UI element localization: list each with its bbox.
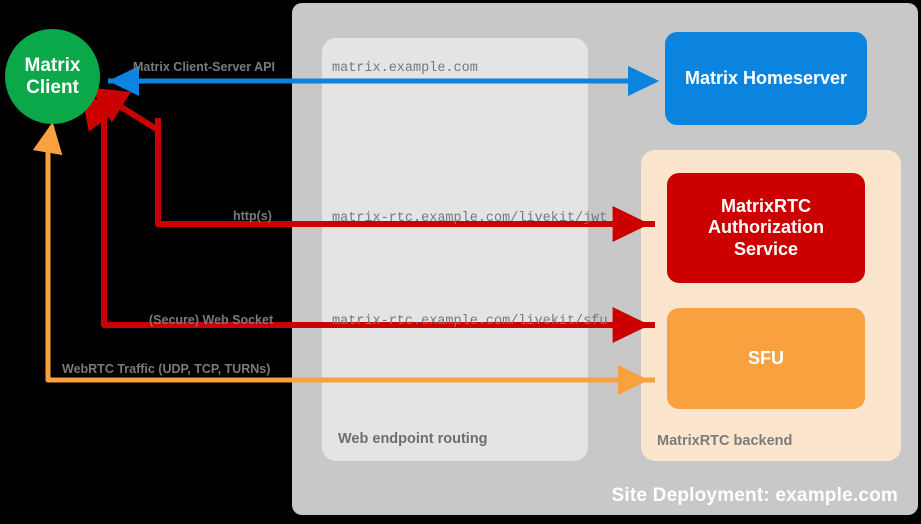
node-matrixrtc-authorization-service[interactable]: MatrixRTC Authorization Service: [667, 173, 865, 283]
node-sfu-label: SFU: [748, 347, 784, 368]
link-secure-websocket: [81, 91, 655, 343]
node-auth-line1: MatrixRTC: [720, 196, 811, 217]
site-deployment-label: Site Deployment: example.com: [611, 485, 898, 506]
node-matrix-client-line1: Matrix: [24, 54, 81, 76]
node-matrix-homeserver[interactable]: Matrix Homeserver: [665, 32, 867, 125]
link-label-matrix-client-server-api: Matrix Client-Server API: [133, 60, 275, 74]
endpoint-label-livekit-jwt: matrix-rtc.example.com/livekit/jwt: [332, 211, 608, 226]
matrixrtc-backend-label: MatrixRTC backend: [657, 433, 793, 449]
node-matrix-homeserver-label: Matrix Homeserver: [684, 67, 848, 88]
node-matrix-client[interactable]: Matrix Client: [5, 29, 100, 124]
link-label-secure-websocket: (Secure) Web Socket: [149, 313, 274, 327]
node-auth-text: MatrixRTC Authorization Service: [708, 196, 824, 260]
node-auth-line2: Authorization: [708, 217, 824, 238]
link-https-jwt: [89, 87, 655, 242]
endpoint-label-matrix: matrix.example.com: [332, 61, 478, 76]
node-auth-line3: Service: [733, 238, 799, 259]
endpoint-label-livekit-sfu: matrix-rtc.example.com/livekit/sfu: [332, 314, 608, 329]
link-label-webrtc-traffic: WebRTC Traffic (UDP, TCP, TURNs): [62, 362, 271, 376]
node-matrix-client-line2: Client: [26, 76, 79, 98]
node-sfu[interactable]: SFU: [667, 308, 865, 409]
web-endpoint-routing-label: Web endpoint routing: [338, 431, 488, 447]
web-endpoint-routing-container: Web endpoint routing: [322, 38, 588, 461]
link-label-https: http(s): [233, 209, 272, 223]
link-webrtc-traffic: [32, 122, 655, 395]
